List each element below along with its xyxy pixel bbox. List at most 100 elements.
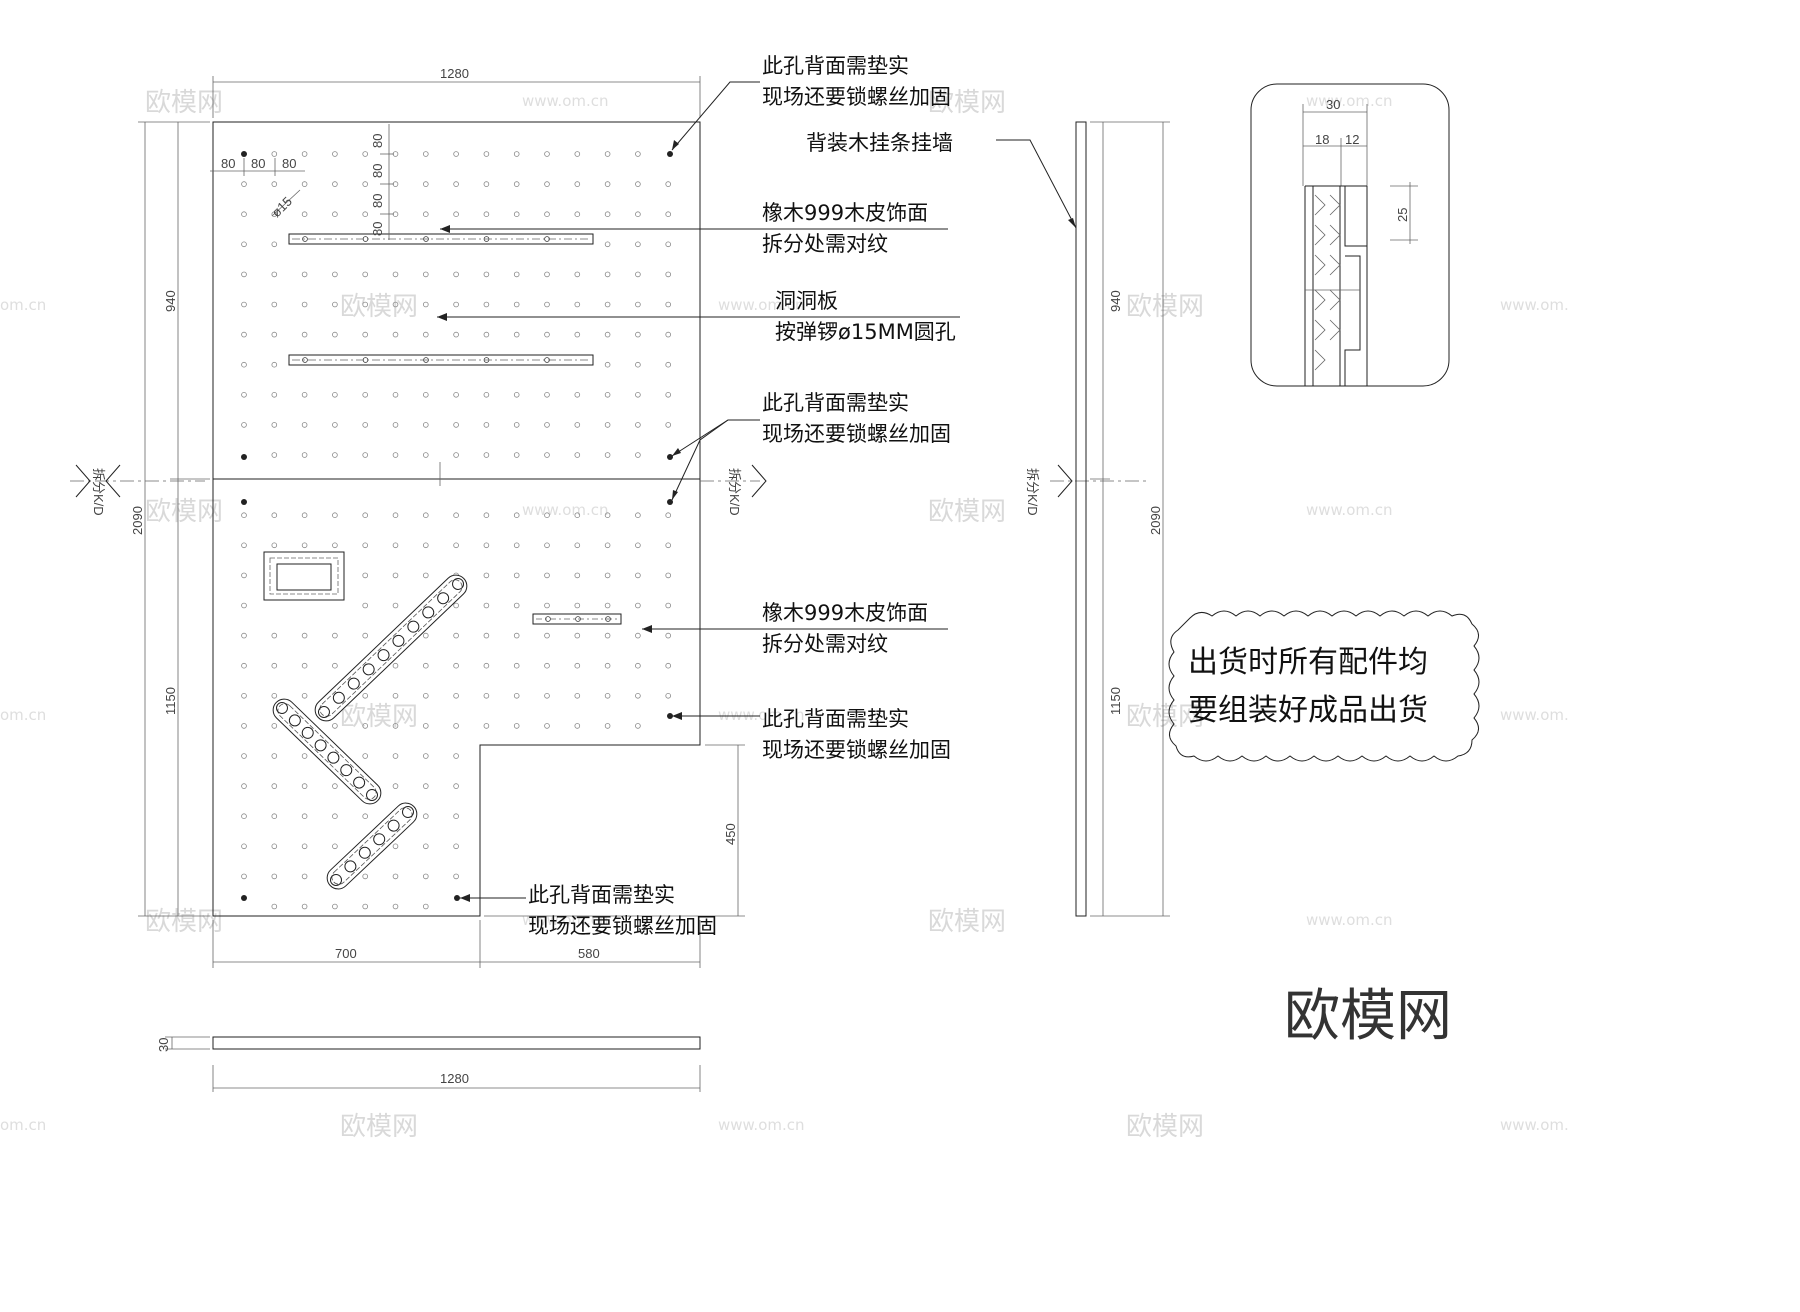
peg-hole xyxy=(301,301,308,308)
peg-hole xyxy=(604,391,611,398)
peg-hole xyxy=(392,783,399,789)
dim-thickness: 30 xyxy=(156,1038,171,1052)
peg-hole xyxy=(301,271,308,278)
dim-plan-width: 1280 xyxy=(440,1071,469,1086)
peg-hole xyxy=(241,542,247,549)
dim-vpitch-3: 80 xyxy=(370,194,385,208)
watermark-url: www.om.cn xyxy=(1306,911,1393,929)
watermark-text: 欧模网 xyxy=(1126,292,1204,322)
peg-hole xyxy=(453,843,459,850)
note-hanger: 背装木挂条挂墙 xyxy=(806,131,1077,229)
peg-hole xyxy=(271,903,278,910)
peg-hole xyxy=(271,873,278,880)
peg-hole xyxy=(544,632,550,639)
peg-hole xyxy=(544,422,550,428)
reinforce-holes xyxy=(241,151,673,901)
tool-slot xyxy=(340,764,353,777)
note-reinforce-bottom: 此孔背面需垫实 现场还要锁螺丝加固 xyxy=(460,883,717,938)
tool-slot xyxy=(347,677,360,690)
peg-hole xyxy=(332,452,338,458)
side-elevation: 940 1150 2090 xyxy=(1075,121,1170,917)
tool-slot xyxy=(317,706,330,719)
plan-view: 30 1280 xyxy=(156,1036,701,1092)
peg-hole xyxy=(574,331,581,338)
tool-slot xyxy=(407,620,420,633)
peg-hole xyxy=(392,662,399,669)
peg-hole xyxy=(453,753,459,759)
split-marker-side: 拆分K/D xyxy=(1025,464,1150,516)
peg-hole xyxy=(453,512,459,518)
detail-part-b: 12 xyxy=(1345,132,1359,147)
peg-hole xyxy=(544,301,550,308)
site-logo: 欧模网 xyxy=(1284,984,1452,1049)
peg-hole xyxy=(422,692,429,699)
peg-hole xyxy=(513,181,520,187)
peg-hole xyxy=(483,512,490,518)
peg-hole xyxy=(453,452,459,458)
note-reinforce-top-2: 现场还要锁螺丝加固 xyxy=(762,85,951,109)
peg-hole xyxy=(453,813,459,819)
peg-hole xyxy=(544,723,550,729)
tool-slot xyxy=(301,726,314,739)
peg-hole xyxy=(301,512,308,518)
peg-hole xyxy=(392,422,399,428)
peg-hole xyxy=(362,301,369,308)
shelf-bar-lower xyxy=(532,613,622,625)
peg-hole xyxy=(574,452,581,458)
peg-hole xyxy=(574,572,581,579)
peg-hole xyxy=(453,422,459,428)
peg-hole xyxy=(453,271,459,278)
peg-hole xyxy=(604,662,611,669)
peg-hole xyxy=(544,692,550,699)
peg-hole xyxy=(635,271,641,278)
peg-hole xyxy=(392,572,399,579)
peg-hole xyxy=(544,181,550,187)
peg-hole xyxy=(574,422,581,428)
peg-hole xyxy=(635,572,641,579)
peg-hole xyxy=(241,783,247,789)
reinforce-hole xyxy=(241,454,247,460)
peg-hole xyxy=(483,422,490,428)
split-label-left: 拆分K/D xyxy=(91,468,106,516)
peg-hole xyxy=(271,813,278,819)
peg-hole xyxy=(241,422,247,428)
peg-hole xyxy=(301,813,308,819)
watermark-url: www.om.cn xyxy=(1500,706,1568,724)
peg-hole xyxy=(483,692,490,699)
tool-slot xyxy=(358,846,371,859)
peg-hole xyxy=(332,783,338,789)
peg-hole xyxy=(301,452,308,458)
peg-hole xyxy=(604,241,611,248)
peg-hole xyxy=(392,602,399,609)
dim-bottom-left: 700 xyxy=(335,946,357,961)
dim-top: 1280 xyxy=(212,66,701,118)
peg-hole xyxy=(422,422,429,428)
peg-hole xyxy=(301,211,308,218)
peg-hole xyxy=(483,391,490,398)
watermark-url: www.om.cn xyxy=(522,501,609,519)
peg-hole xyxy=(301,843,308,850)
box-holder xyxy=(263,551,345,601)
peg-hole xyxy=(362,572,369,579)
peg-hole xyxy=(665,271,671,278)
peg-hole xyxy=(301,391,308,398)
hole-grid xyxy=(241,151,671,910)
peg-hole xyxy=(513,151,520,157)
peg-hole xyxy=(332,151,338,157)
peg-hole xyxy=(513,331,520,338)
peg-hole xyxy=(635,452,641,458)
peg-hole xyxy=(241,241,247,248)
dim-pitch-vertical: 80 80 80 80 xyxy=(370,124,394,240)
peg-hole xyxy=(483,542,490,549)
dim-notch: 450 xyxy=(484,744,745,917)
peg-hole xyxy=(241,813,247,819)
tool-slot xyxy=(377,649,390,662)
detail-total: 30 xyxy=(1326,97,1340,112)
peg-hole xyxy=(574,723,581,729)
peg-hole xyxy=(635,361,641,368)
peg-hole xyxy=(635,542,641,549)
peg-hole xyxy=(483,632,490,639)
split-label-middle: 拆分K/D xyxy=(727,468,742,516)
peg-hole xyxy=(301,662,308,669)
peg-hole xyxy=(422,723,429,729)
